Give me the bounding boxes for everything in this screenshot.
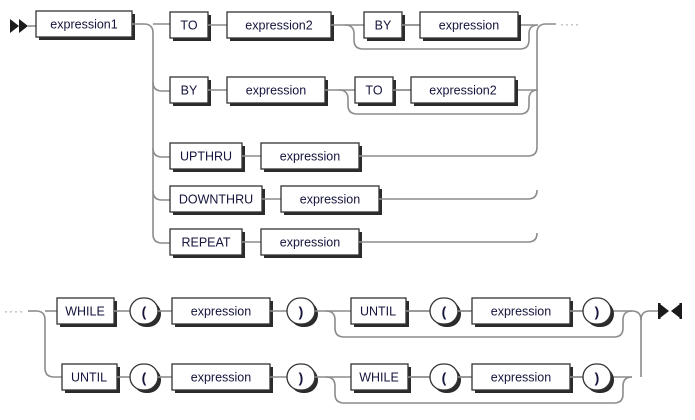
node-expression2-row2[interactable]: expression2: [410, 76, 518, 106]
node-label: ): [299, 370, 304, 386]
start-marker-icon: [10, 19, 28, 33]
node-label: (: [142, 304, 147, 320]
node-expression-rowB-2[interactable]: expression: [471, 363, 573, 393]
continuation-dots-start: ····: [4, 304, 24, 318]
branch-downthru: DOWNTHRU expression: [152, 185, 538, 215]
node-lparen-rowA-2[interactable]: (: [429, 297, 461, 327]
node-expression-repeat[interactable]: expression: [260, 228, 362, 258]
branch-repeat: REPEAT expression: [169, 228, 538, 258]
node-label: REPEAT: [181, 236, 230, 250]
node-rparen-rowA[interactable]: ): [286, 297, 318, 327]
node-rparen-rowB[interactable]: ): [286, 363, 318, 393]
fragment-bottom: ···· WHILE ( expression: [4, 297, 682, 404]
node-label: expression: [280, 236, 340, 250]
node-label: expression: [191, 305, 251, 319]
node-label: ): [595, 370, 600, 386]
node-expression-rowA-1[interactable]: expression: [171, 297, 273, 327]
node-expression-downthru[interactable]: expression: [280, 185, 382, 215]
node-label: expression: [280, 150, 340, 164]
node-label: UNTIL: [71, 371, 107, 385]
node-label: expression: [491, 305, 551, 319]
node-expression2-row1[interactable]: expression2: [226, 11, 334, 41]
node-label: expression: [191, 371, 251, 385]
node-label: UNTIL: [360, 305, 396, 319]
branch-to-by: TO expression2 BY expression: [153, 11, 539, 50]
node-label: expression: [300, 193, 360, 207]
node-expression-upthru[interactable]: expression: [260, 142, 362, 172]
node-until-rowB[interactable]: UNTIL: [61, 363, 120, 393]
branch-upthru: UPTHRU expression: [152, 142, 538, 172]
node-to[interactable]: TO: [169, 11, 211, 41]
node-repeat[interactable]: REPEAT: [169, 228, 245, 258]
branch-while-until: WHILE ( expression ): [45, 297, 633, 338]
node-label: BY: [181, 84, 198, 98]
continuation-dots-end: ····: [560, 17, 580, 31]
node-expression-row2[interactable]: expression: [226, 76, 328, 106]
node-label: TO: [365, 84, 382, 98]
node-label: expression2: [245, 19, 312, 33]
node-label: BY: [375, 19, 392, 33]
node-label: expression: [491, 371, 551, 385]
node-label: WHILE: [65, 305, 105, 319]
node-expression1[interactable]: expression1: [35, 10, 135, 40]
node-label: UPTHRU: [180, 150, 232, 164]
node-by-row2[interactable]: BY: [169, 76, 211, 106]
branch-until-while: UNTIL ( expression ): [61, 363, 633, 404]
node-label: expression2: [429, 84, 496, 98]
node-rparen-rowA-2[interactable]: ): [582, 297, 614, 327]
node-label: (: [142, 370, 147, 386]
node-to-row2[interactable]: TO: [354, 76, 396, 106]
node-expression-row1[interactable]: expression: [419, 11, 521, 41]
node-while-rowA[interactable]: WHILE: [56, 297, 117, 327]
node-label: ): [299, 304, 304, 320]
node-label: expression1: [50, 18, 117, 32]
node-while-rowB[interactable]: WHILE: [350, 363, 411, 393]
node-label: (: [442, 370, 447, 386]
node-rparen-rowB-2[interactable]: ): [582, 363, 614, 393]
node-label: (: [442, 304, 447, 320]
node-label: ): [595, 304, 600, 320]
branch-by-to: BY expression TO expression2: [152, 76, 539, 115]
node-label: TO: [180, 19, 197, 33]
node-downthru[interactable]: DOWNTHRU: [169, 185, 265, 215]
node-label: expression: [439, 19, 499, 33]
node-lparen-rowB[interactable]: (: [129, 363, 161, 393]
end-marker-icon: [658, 303, 682, 319]
node-upthru[interactable]: UPTHRU: [169, 142, 245, 172]
node-label: WHILE: [359, 371, 399, 385]
node-lparen-rowA[interactable]: (: [129, 297, 161, 327]
node-lparen-rowB-2[interactable]: (: [429, 363, 461, 393]
fragment-top: expression1 TO expression2: [10, 10, 580, 258]
node-label: DOWNTHRU: [179, 193, 253, 207]
node-expression-rowA-2[interactable]: expression: [471, 297, 573, 327]
node-by-row1[interactable]: BY: [363, 11, 405, 41]
node-expression-rowB-1[interactable]: expression: [171, 363, 273, 393]
node-label: expression: [246, 84, 306, 98]
node-until-rowA[interactable]: UNTIL: [350, 297, 409, 327]
